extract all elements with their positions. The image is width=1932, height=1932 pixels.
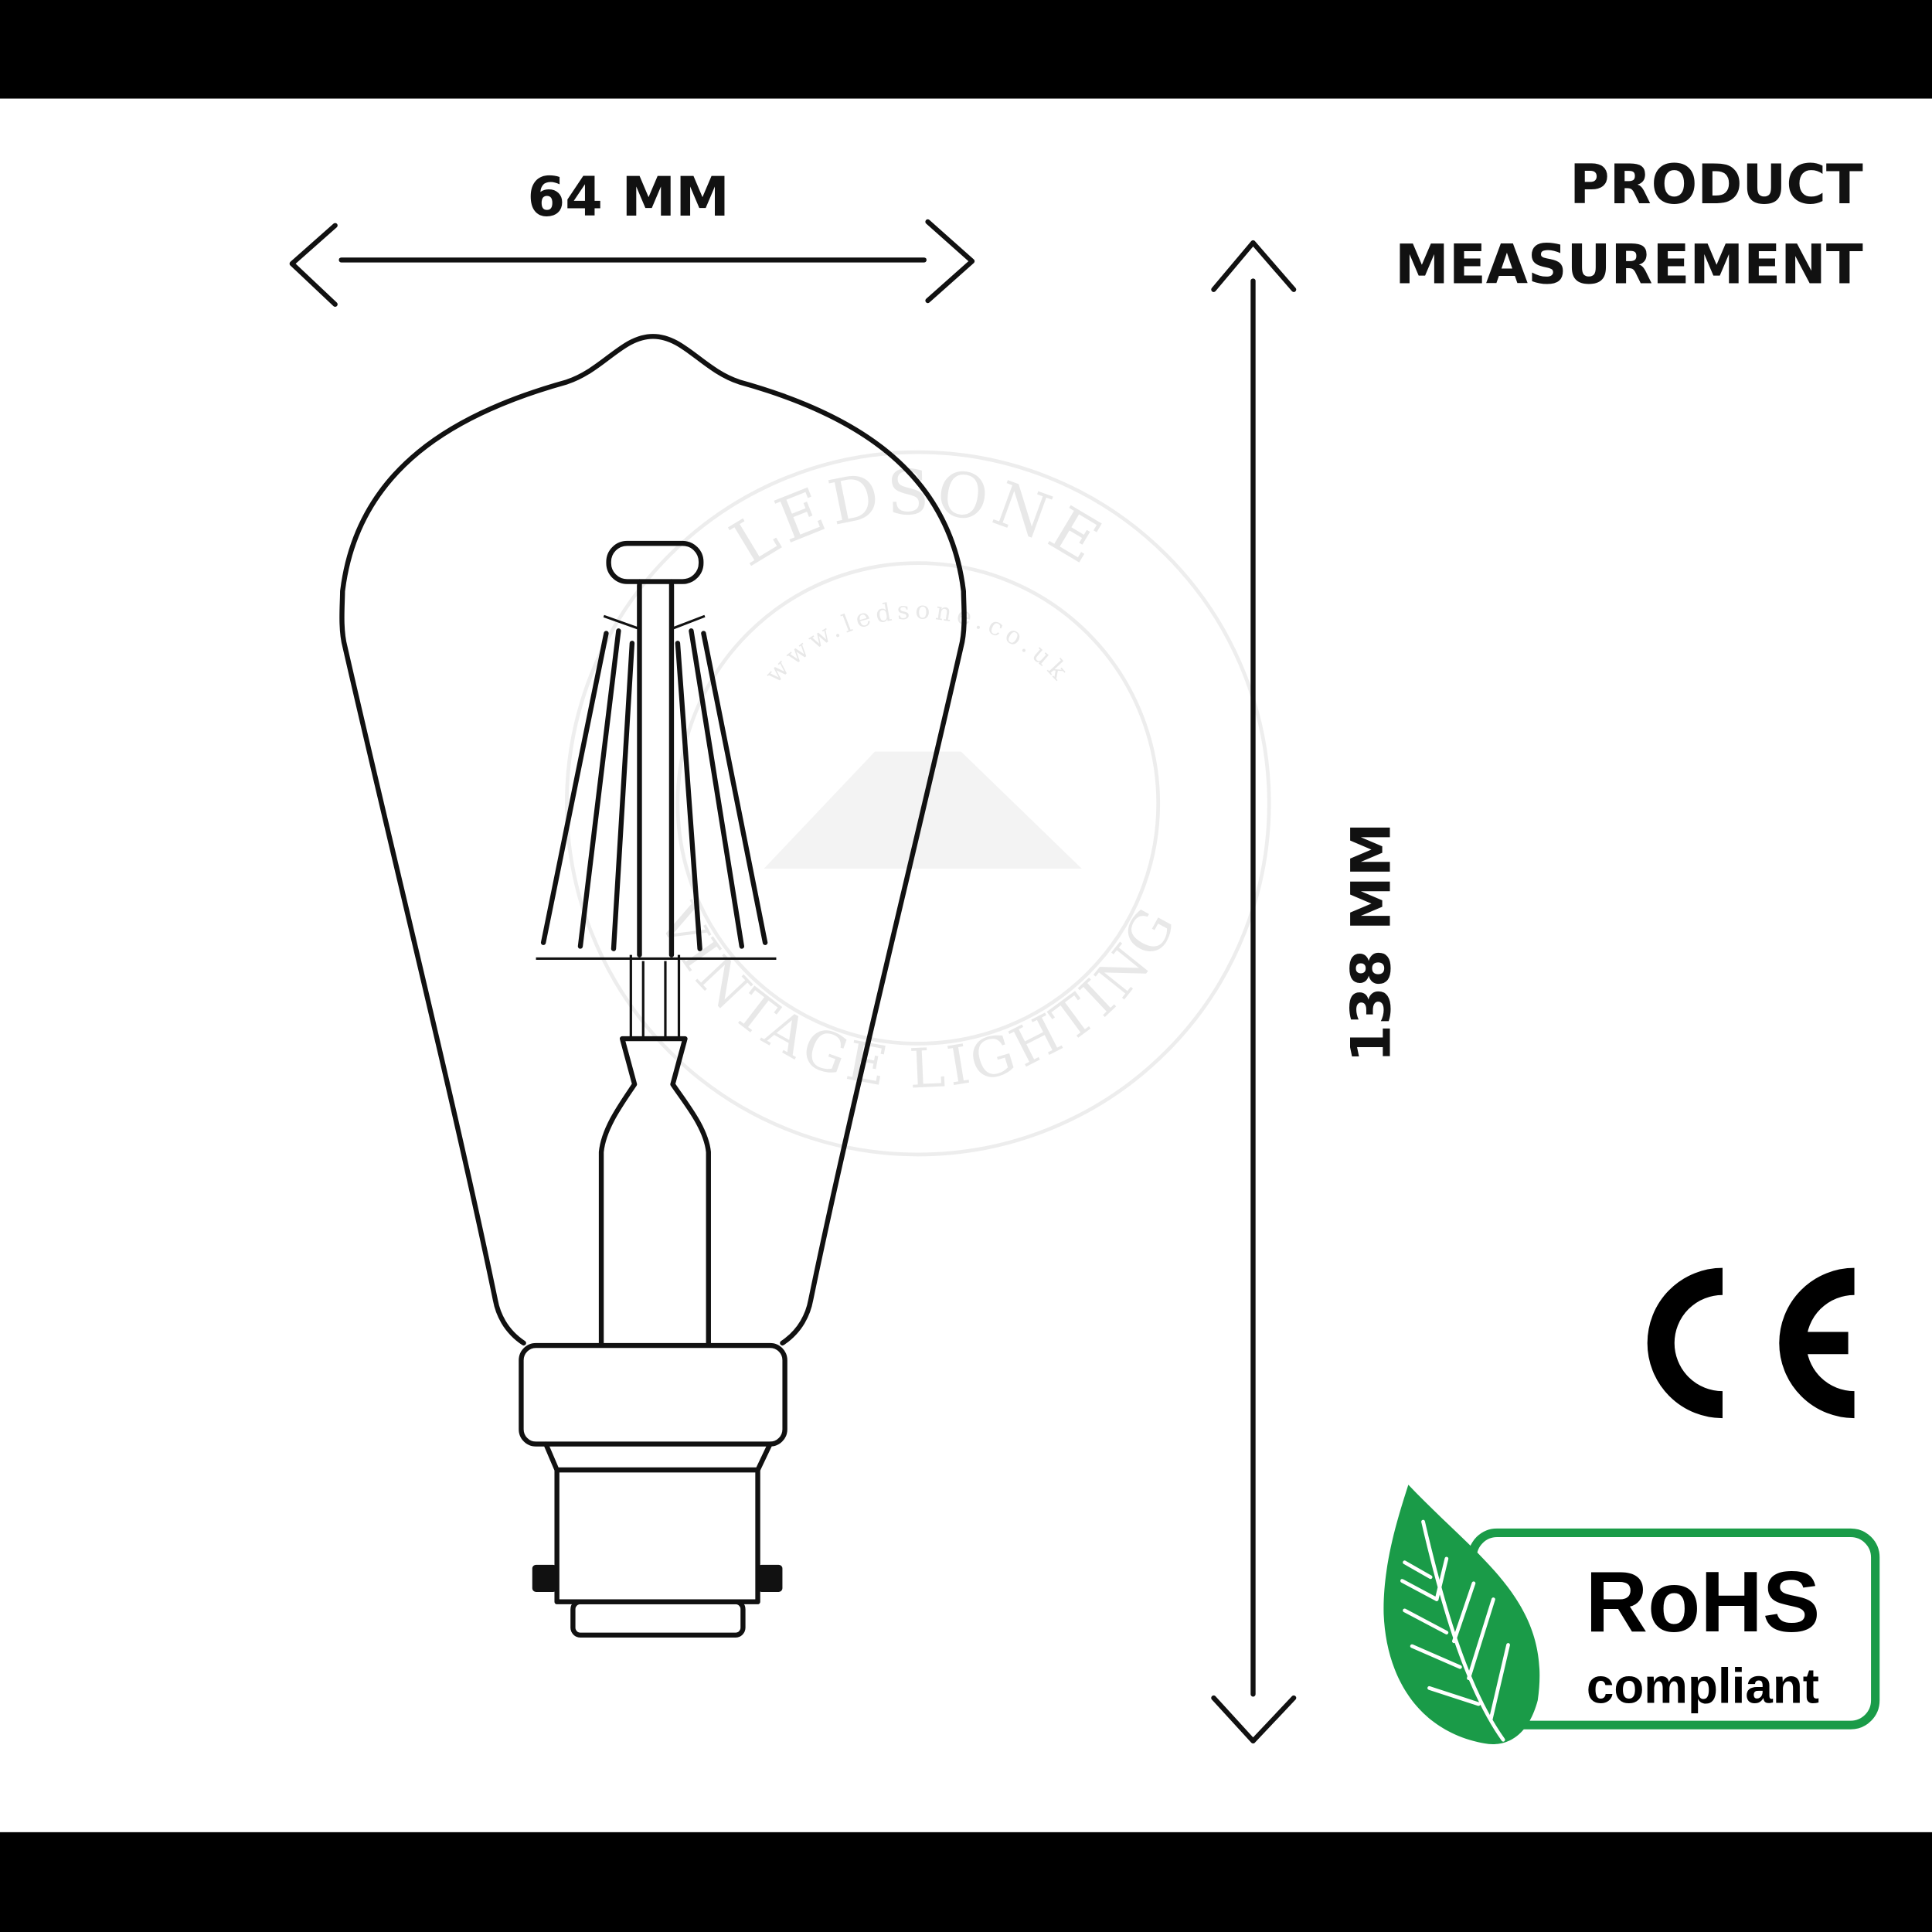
heading-line1: PRODUCT: [1570, 153, 1863, 216]
bulb-neck: [543, 1441, 773, 1473]
height-label: 138 MM: [1339, 822, 1403, 1062]
filaments: [540, 585, 768, 951]
top-black-bar: [0, 0, 1932, 99]
base-contact: [570, 1599, 746, 1638]
ce-mark-icon: [1647, 1267, 1855, 1419]
bottom-black-bar: [0, 1832, 1932, 1932]
svg-text:www.ledsone.co.uk: www.ledsone.co.uk: [759, 595, 1077, 689]
svg-text:VINTAGE LIGHTING: VINTAGE LIGHTING: [646, 893, 1190, 1100]
bulb-base: [554, 1467, 760, 1604]
rohs-compliant-badge: RoHS compliant: [1383, 1485, 1880, 1744]
bayonet-pin-left: [532, 1564, 557, 1592]
bulb-drawing: [339, 334, 967, 1638]
bayonet-pin-right: [757, 1564, 783, 1592]
glass-stem: [598, 1036, 711, 1346]
watermark-url: www.ledsone.co.uk: [759, 595, 1072, 689]
bulb-cap: [519, 1342, 787, 1447]
bulb-glass-outline: [339, 334, 967, 1346]
rohs-subtitle: compliant: [1587, 1658, 1819, 1713]
filament-top-hook: [606, 540, 704, 584]
heading-line2: MEASUREMENT: [1395, 233, 1863, 297]
rohs-title: RoHS: [1586, 1553, 1821, 1650]
width-label: 64 MM: [527, 165, 730, 229]
width-dimension-arrow: [289, 219, 975, 308]
watermark-tagline: VINTAGE LIGHTING: [646, 893, 1185, 1100]
height-dimension-arrow: [1211, 240, 1297, 1744]
